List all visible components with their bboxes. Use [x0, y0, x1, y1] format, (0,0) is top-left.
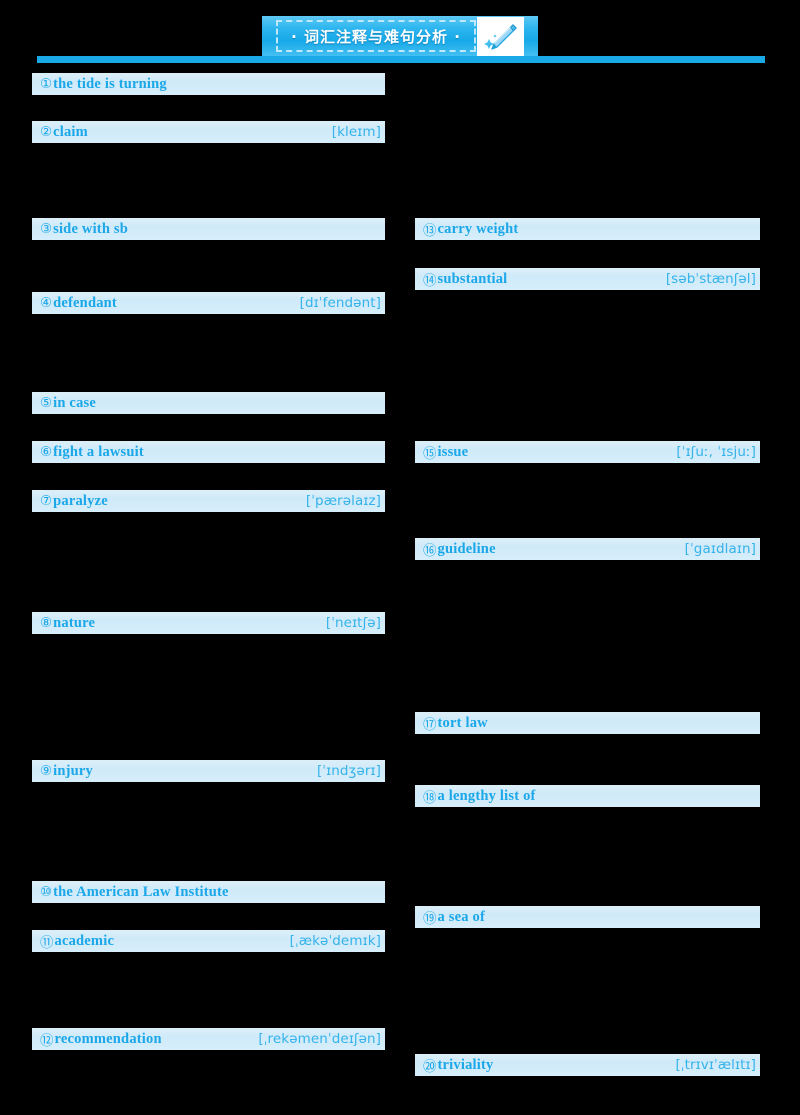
entry-number: ③ — [40, 221, 53, 236]
entry-phonetic: [ˌækəˈdemɪk] — [289, 933, 381, 949]
entry-number: ⑮ — [423, 446, 437, 461]
entry-word: recommendation — [54, 1030, 162, 1047]
entry-number: ⑨ — [40, 763, 53, 778]
entry-word: injury — [53, 762, 93, 779]
entry-word: substantial — [437, 270, 508, 287]
entry-number: ⑲ — [423, 911, 437, 926]
header-divider-rule — [37, 56, 765, 63]
entry-phonetic: [ˈgaɪdlaɪn] — [684, 541, 756, 557]
entry-number: ⑧ — [40, 615, 53, 630]
entry-number: ② — [40, 124, 53, 139]
entry-word: the American Law Institute — [53, 883, 229, 900]
page-header: · 词汇注释与难句分析 · — [0, 0, 800, 62]
entry-word: guideline — [437, 540, 496, 557]
page-title: · 词汇注释与难句分析 · — [291, 27, 461, 46]
entry-word: claim — [53, 123, 88, 140]
entry-word: triviality — [437, 1056, 494, 1073]
entry-number: ⑪ — [40, 935, 54, 950]
entry-number: ① — [40, 76, 53, 91]
entry-number: ⑫ — [40, 1033, 54, 1048]
entry-word: a sea of — [437, 908, 486, 925]
entry-word: tort law — [437, 714, 488, 731]
entry-phonetic: [ˌtrɪvɪˈælɪtɪ] — [675, 1057, 756, 1073]
entry-word: defendant — [53, 294, 117, 311]
entry-number: ⑳ — [423, 1059, 437, 1074]
entry-phonetic: [ˌrekəmenˈdeɪʃən] — [258, 1031, 381, 1047]
entry-word: paralyze — [53, 492, 108, 509]
entry-word: side with sb — [53, 220, 129, 237]
entry-word: the tide is turning — [53, 75, 167, 92]
entry-number: ⑯ — [423, 543, 437, 558]
entry-word: academic — [54, 932, 115, 949]
entry-phonetic: [kleɪm] — [331, 124, 381, 140]
entry-number: ⑩ — [40, 884, 53, 899]
entry-phonetic: [ˈɪʃuː, ˈɪsjuː] — [676, 444, 756, 460]
entry-number: ⑰ — [423, 717, 437, 732]
entry-word: a lengthy list of — [437, 787, 536, 804]
entry-phonetic: [səbˈstænʃəl] — [665, 271, 756, 287]
entry-word: issue — [437, 443, 469, 460]
entry-word: in case — [53, 394, 96, 411]
entry-word: fight a lawsuit — [53, 443, 144, 460]
entry-phonetic: [ˈpærəlaɪz] — [305, 493, 381, 509]
entry-phonetic: [dɪˈfendənt] — [299, 295, 381, 311]
entry-phonetic: [ˈneɪtʃə] — [325, 615, 381, 631]
entry-phonetic: [ˈɪndʒərɪ] — [316, 763, 381, 779]
entry-number: ⑤ — [40, 395, 53, 410]
entry-number: ⑬ — [423, 223, 437, 238]
entry-word: carry weight — [437, 220, 519, 237]
entry-word: nature — [53, 614, 96, 631]
pen-write-icon — [477, 17, 524, 60]
title-plate: · 词汇注释与难句分析 · — [276, 20, 476, 52]
entry-number: ⑦ — [40, 493, 53, 508]
entry-number: ⑱ — [423, 790, 437, 805]
entry-number: ④ — [40, 295, 53, 310]
entry-number: ⑭ — [423, 273, 437, 288]
entry-number: ⑥ — [40, 444, 53, 459]
